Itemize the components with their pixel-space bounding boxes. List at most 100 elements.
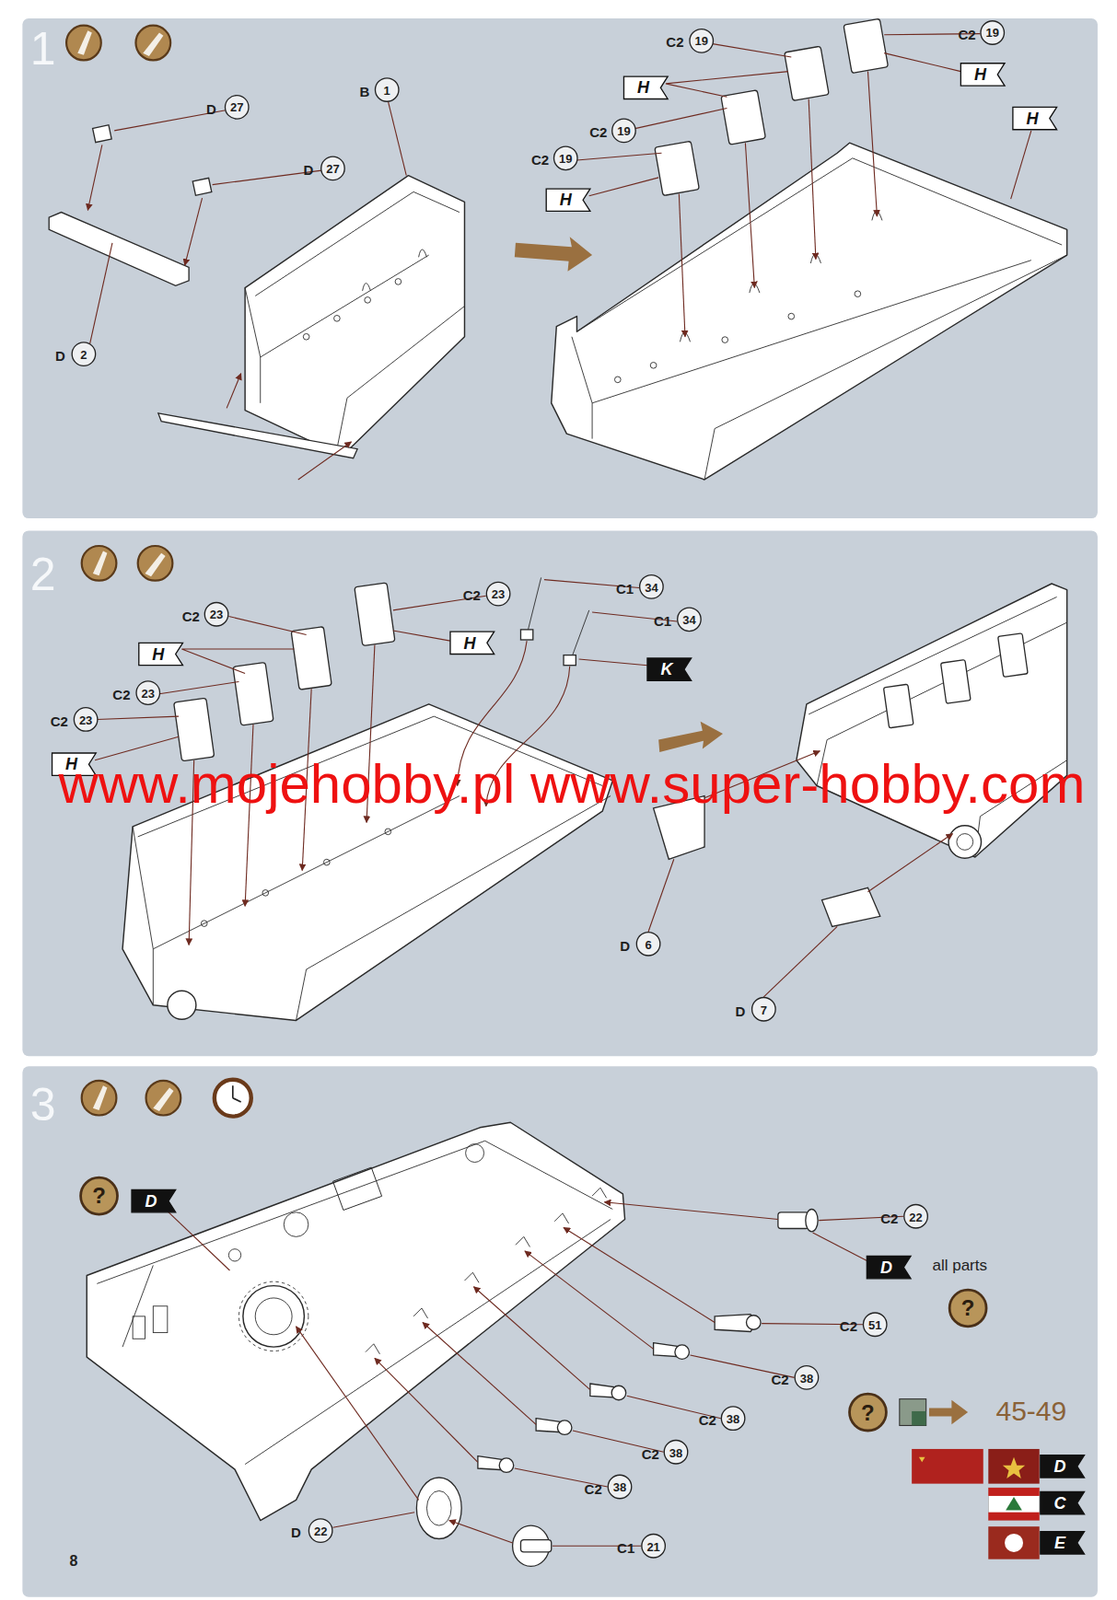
- flag-letter: C: [1053, 1495, 1066, 1513]
- leader-line: [96, 716, 179, 720]
- hull-illustration: [883, 684, 914, 729]
- leader-line: [228, 616, 306, 635]
- part-letter: C2: [880, 1210, 898, 1225]
- marking-flag: [139, 642, 184, 665]
- leader-line: [226, 373, 242, 409]
- callout-circle: [721, 1407, 745, 1431]
- step-panel: [22, 1066, 1098, 1597]
- callout-circle: [612, 118, 637, 142]
- leader-line: [867, 834, 953, 893]
- callout-circle: [486, 581, 511, 606]
- callout-number: 21: [646, 1540, 660, 1553]
- tool-icon: [232, 1085, 242, 1103]
- flag-letter: D: [145, 1193, 158, 1211]
- tool-icon: [142, 32, 163, 56]
- callout-number: 23: [79, 713, 93, 726]
- marking-flag: [546, 188, 591, 211]
- hull-illustration: [362, 249, 428, 291]
- marking-flag: [960, 63, 1005, 86]
- marking-flag: [139, 642, 184, 665]
- leader-line: [648, 859, 675, 932]
- hull-illustration: [334, 315, 341, 323]
- hull-illustration: [354, 582, 396, 647]
- step-number: 3: [30, 1082, 57, 1129]
- callout-circle: [374, 78, 399, 102]
- callout-circle: [641, 1535, 666, 1559]
- question-icon: [949, 1290, 987, 1327]
- leader-line: [678, 194, 686, 338]
- callout-circle: [980, 21, 1005, 45]
- hull-illustration: [805, 1209, 818, 1232]
- hull-illustration: [93, 125, 113, 143]
- leader-line: [1011, 130, 1032, 199]
- callout-circle: [321, 156, 346, 180]
- leader-line: [296, 1326, 419, 1501]
- hull-illustration: [333, 1167, 383, 1211]
- decal-flag: [1040, 1532, 1085, 1555]
- hull-illustration: [167, 990, 197, 1020]
- leader-line: [374, 1358, 478, 1463]
- leader-line: [87, 144, 103, 210]
- callout-circle: [639, 575, 664, 599]
- callout-shape: [52, 21, 1085, 1559]
- question-mark: ?: [92, 1185, 106, 1208]
- marking-flag: [623, 76, 668, 99]
- question-icon: [949, 1290, 987, 1327]
- callout-circle: [689, 29, 714, 53]
- flag-letter: D: [1053, 1458, 1066, 1476]
- callout-circle: [308, 1519, 333, 1543]
- tool-icon: [144, 553, 165, 577]
- flag-letter: H: [637, 79, 650, 96]
- callout-circle: [904, 1204, 929, 1228]
- tool-icon: [138, 546, 174, 582]
- part-letter: C2: [698, 1413, 717, 1428]
- nation-flag: [1005, 1497, 1023, 1511]
- callout-circle: [374, 78, 399, 102]
- tool-icon: [135, 25, 171, 61]
- question-icon: [849, 1394, 887, 1432]
- callout-circle: [689, 29, 714, 53]
- hull-illustration: [365, 1187, 607, 1355]
- flag-letter: H: [974, 66, 987, 83]
- flag-letter: H: [1025, 110, 1038, 128]
- direction-arrow: [514, 236, 593, 272]
- page-number: 8: [69, 1554, 78, 1570]
- callout-number: 6: [644, 938, 652, 951]
- nation-flag: [1002, 1457, 1025, 1479]
- marking-flag: [1012, 106, 1058, 129]
- decal-flag: [647, 658, 692, 681]
- hull-illustration: [854, 290, 862, 298]
- part-letter: C1: [616, 581, 634, 595]
- callout-circle: [794, 1366, 819, 1390]
- part-letter: D: [55, 348, 66, 362]
- callout-circle: [641, 1535, 666, 1559]
- hull-illustration: [416, 1477, 462, 1540]
- callout-circle: [607, 1475, 632, 1499]
- question-mark: ?: [861, 1402, 875, 1425]
- callout-circle: [862, 1313, 887, 1337]
- callout-number: 51: [868, 1319, 882, 1332]
- leader-line: [90, 243, 113, 345]
- leader-line: [712, 44, 792, 58]
- leader-line: [744, 142, 755, 288]
- leader-line: [393, 630, 451, 641]
- callout-circle: [73, 708, 98, 732]
- decal-flag: [1040, 1455, 1085, 1478]
- hull-illustration: [395, 279, 402, 286]
- callout-number: 34: [644, 581, 658, 594]
- leader-line: [244, 724, 254, 907]
- callout-circle: [554, 146, 579, 170]
- marking-flag: [960, 63, 1005, 86]
- callout-number: 34: [682, 614, 696, 627]
- decal-flag: [131, 1189, 176, 1212]
- hull-illustration: [323, 859, 330, 866]
- callout-circle: [980, 21, 1005, 45]
- part-letter: C2: [771, 1372, 790, 1386]
- hull-illustration: [86, 1122, 625, 1521]
- part-letter: C2: [463, 588, 481, 603]
- callout-circle: [204, 603, 229, 627]
- hull-illustration: [788, 313, 795, 320]
- hull-illustration: [96, 1140, 613, 1465]
- question-mark: ?: [961, 1297, 976, 1320]
- watermark: www.mojehobby.pl www.super-hobby.com: [58, 756, 1085, 813]
